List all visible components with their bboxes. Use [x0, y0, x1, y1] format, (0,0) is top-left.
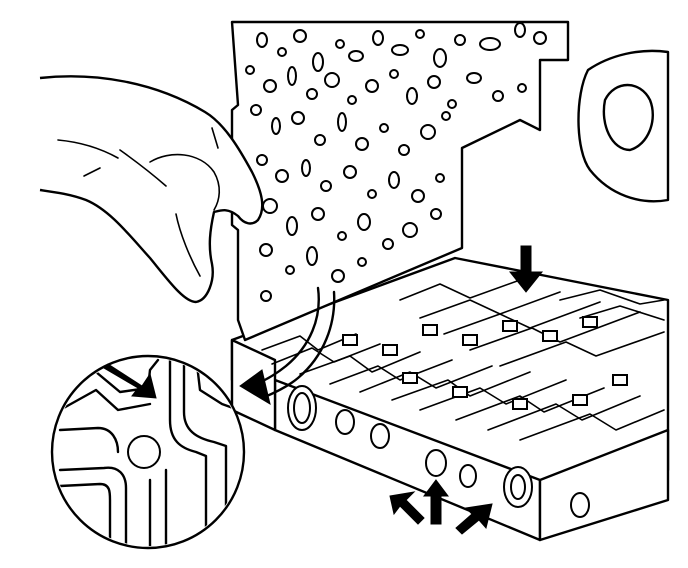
- valve-channel: [329, 359, 453, 385]
- plate-hole: [331, 269, 345, 283]
- valve-body-icon: [230, 256, 670, 542]
- direction-arrow-icon: [389, 479, 493, 535]
- plate-hole: [311, 207, 325, 221]
- plate-hole: [388, 171, 400, 189]
- plate-hole: [479, 37, 501, 51]
- plate-hole: [391, 44, 409, 56]
- detail-magnifier-icon: [50, 354, 246, 550]
- plate-hole: [382, 238, 394, 250]
- direction-arrow-icon: [508, 245, 544, 293]
- case-outline-icon: [577, 49, 670, 203]
- plate-hole: [335, 39, 345, 49]
- plate-hole: [367, 189, 377, 199]
- valve-pocket: [382, 344, 398, 356]
- plate-hole: [271, 117, 281, 135]
- plate-hole: [312, 52, 324, 72]
- valve-pocket: [402, 372, 418, 384]
- plate-hole: [355, 137, 369, 151]
- valve-channel: [261, 333, 357, 351]
- valve-channel: [359, 365, 493, 393]
- plate-hole: [314, 134, 326, 146]
- plate-hole: [263, 79, 277, 93]
- separator-plate-icon: [230, 20, 570, 342]
- plate-hole: [406, 87, 418, 105]
- plate-hole: [435, 173, 445, 183]
- plate-hole: [256, 32, 268, 48]
- valve-channel: [271, 343, 381, 365]
- plate-hole: [287, 66, 297, 86]
- plate-hole: [441, 111, 451, 121]
- valve-pocket: [422, 324, 438, 336]
- plate-hole: [454, 34, 466, 46]
- plate-hole: [262, 198, 278, 214]
- plate-hole: [533, 31, 547, 45]
- valve-pocket: [342, 334, 358, 346]
- plate-hole: [365, 79, 379, 93]
- plate-hole: [301, 159, 311, 177]
- plate-hole: [411, 189, 425, 203]
- valve-channel: [419, 379, 567, 411]
- plate-hole: [348, 50, 364, 62]
- plate-hole: [259, 243, 273, 257]
- valve-channel: [579, 305, 665, 321]
- valve-pocket: [542, 330, 558, 342]
- valve-channel: [519, 409, 665, 441]
- plate-hole: [372, 30, 384, 46]
- plate-hole: [277, 47, 287, 57]
- valve-pocket: [502, 320, 518, 332]
- valve-pocket: [612, 374, 628, 386]
- valve-pocket: [452, 386, 468, 398]
- plate-hole: [379, 123, 389, 133]
- plate-hole: [293, 29, 307, 43]
- valve-pocket: [572, 394, 588, 406]
- valve-channel: [419, 291, 561, 319]
- valve-pocket: [582, 316, 598, 328]
- plate-hole: [306, 246, 318, 266]
- plate-hole: [427, 75, 441, 89]
- plate-hole: [466, 72, 482, 84]
- plate-hole: [433, 48, 447, 68]
- plate-hole: [517, 83, 527, 93]
- plate-hole: [420, 124, 436, 140]
- plate-hole: [260, 290, 272, 302]
- valve-pocket: [462, 334, 478, 346]
- valve-channel: [399, 279, 521, 301]
- valve-channel: [499, 331, 665, 367]
- pointer-arrow-icon: [239, 286, 336, 406]
- plate-hole: [285, 265, 295, 275]
- plate-hole: [320, 180, 332, 192]
- plate-hole: [286, 216, 298, 236]
- plate-hole: [447, 99, 457, 109]
- plate-hole: [357, 257, 367, 267]
- valve-channel: [299, 351, 421, 375]
- plate-hole: [306, 88, 318, 100]
- plate-hole: [347, 95, 357, 105]
- plate-hole: [398, 144, 410, 156]
- plate-hole: [337, 112, 347, 132]
- plate-hole: [343, 165, 357, 179]
- plate-hole: [324, 72, 340, 88]
- plate-hole: [402, 222, 418, 238]
- plate-hole: [430, 208, 442, 220]
- valve-pocket: [512, 398, 528, 410]
- valve-channel: [559, 289, 665, 305]
- plate-hole: [291, 111, 305, 125]
- plate-hole: [357, 213, 371, 231]
- valve-channel: [487, 395, 641, 431]
- plate-hole: [245, 65, 255, 75]
- plate-hole: [415, 29, 425, 39]
- plate-hole: [514, 22, 526, 38]
- plate-hole: [389, 69, 399, 79]
- hand-icon: [39, 75, 264, 304]
- plate-hole: [275, 169, 289, 183]
- plate-hole: [337, 231, 347, 241]
- plate-hole: [492, 90, 504, 102]
- plate-hole: [250, 104, 262, 116]
- plate-hole: [256, 154, 268, 166]
